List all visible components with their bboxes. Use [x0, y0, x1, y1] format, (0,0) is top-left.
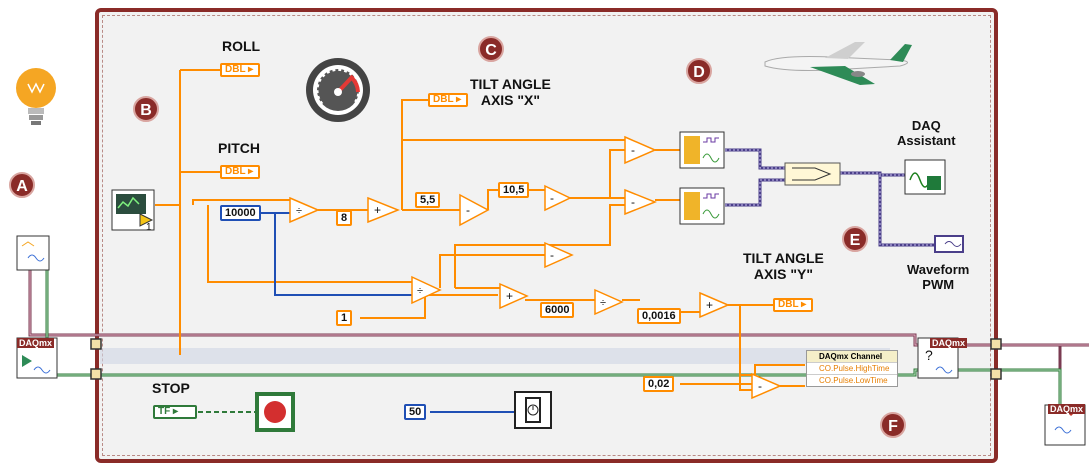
operator-subtract-4: - [624, 188, 658, 216]
svg-text:-: - [466, 203, 470, 217]
svg-text:-: - [550, 248, 554, 262]
airplane-icon [764, 42, 912, 85]
svg-text:+: + [374, 203, 381, 217]
operator-divide-3: ÷ [594, 288, 624, 316]
constant-5-5[interactable]: 5,5 [415, 192, 441, 208]
operator-subtract-1: - [459, 193, 490, 227]
operator-divide-2: ÷ [411, 275, 442, 305]
error-tunnel-right [990, 368, 1002, 380]
bulb-icon [16, 68, 56, 125]
daqmx-tag: DAQmx [930, 338, 968, 348]
marker-a: A [9, 172, 35, 198]
marker-b: B [133, 96, 159, 122]
task-tunnel-left [90, 338, 102, 350]
merge-signals-icon [784, 162, 841, 186]
tilt-x-label: TILT ANGLE AXIS "X" [470, 76, 551, 108]
constant-10000[interactable]: 10000 [220, 205, 261, 221]
svg-text:-: - [550, 191, 554, 205]
subvi-icon [111, 189, 155, 231]
double-wire [155, 69, 805, 391]
constant-1[interactable]: 1 [336, 310, 353, 326]
daq-assistant-label: DAQ Assistant [897, 118, 956, 148]
stop-button-icon [255, 392, 295, 432]
wait-timer-icon [514, 391, 552, 429]
property-node-header: DAQmx Channel [807, 351, 897, 363]
marker-f: F [880, 412, 906, 438]
daqmx-tag: DAQmx [1048, 404, 1086, 414]
operator-subtract-6: - [751, 372, 782, 400]
task-tunnel-right [990, 338, 1002, 350]
marker-d: D [686, 58, 712, 84]
constant-10-5[interactable]: 10,5 [498, 182, 530, 198]
daqmx-channel-property-node[interactable]: DAQmx Channel CO.Pulse.HighTime CO.Pulse… [806, 350, 898, 387]
operator-add-1: + [367, 196, 401, 224]
operator-divide-1: ÷ [289, 196, 320, 224]
marker-c: C [478, 36, 504, 62]
error-tunnel-left [90, 368, 102, 380]
subvi-count: 1 [146, 222, 152, 233]
daq-assistant-icon [904, 159, 946, 195]
daqmx-tag: DAQmx [17, 338, 55, 348]
svg-text:+: + [506, 289, 513, 303]
constant-50[interactable]: 50 [404, 404, 427, 420]
daqmx-create-channel-icon [16, 235, 50, 271]
waveform-generator-icon-2 [679, 187, 725, 225]
svg-text:?: ? [925, 347, 933, 363]
tilt-y-label: TILT ANGLE AXIS "Y" [743, 250, 824, 282]
waveform-pwm-label: Waveform PWM [907, 262, 970, 292]
svg-text:-: - [631, 195, 635, 209]
operator-add-2: + [499, 282, 529, 310]
property-high-time[interactable]: CO.Pulse.HighTime [807, 363, 897, 375]
waveform-pwm-indicator [934, 235, 964, 253]
marker-e: E [842, 226, 868, 252]
gauge-icon [306, 58, 370, 122]
roll-indicator[interactable]: DBL ▸ [220, 63, 260, 77]
operator-subtract-5: - [544, 241, 574, 269]
roll-label: ROLL [222, 38, 261, 54]
constant-6000[interactable]: 6000 [540, 302, 575, 318]
constant-0-02[interactable]: 0,02 [643, 376, 675, 392]
integer-wire [260, 212, 515, 413]
tilt-x-indicator[interactable]: DBL ▸ [428, 93, 468, 107]
pitch-indicator[interactable]: DBL ▸ [220, 165, 260, 179]
constant-8[interactable]: 8 [336, 210, 353, 226]
svg-text:÷: ÷ [600, 297, 606, 309]
operator-subtract-3: - [624, 135, 657, 165]
svg-text:÷: ÷ [417, 285, 423, 297]
svg-text:÷: ÷ [296, 205, 302, 217]
pitch-label: PITCH [218, 140, 260, 156]
svg-text:-: - [758, 379, 762, 393]
svg-text:-: - [631, 143, 635, 157]
tilt-y-indicator[interactable]: DBL ▸ [773, 298, 813, 312]
stop-boolean-control[interactable]: TF ▸ [153, 405, 197, 419]
operator-subtract-2: - [544, 184, 572, 212]
stop-label: STOP [152, 380, 190, 396]
operator-add-3: + [699, 291, 730, 319]
property-low-time[interactable]: CO.Pulse.LowTime [819, 376, 888, 385]
waveform-generator-icon-1 [679, 131, 725, 169]
constant-0-0016[interactable]: 0,0016 [637, 308, 681, 324]
svg-text:+: + [706, 298, 713, 312]
